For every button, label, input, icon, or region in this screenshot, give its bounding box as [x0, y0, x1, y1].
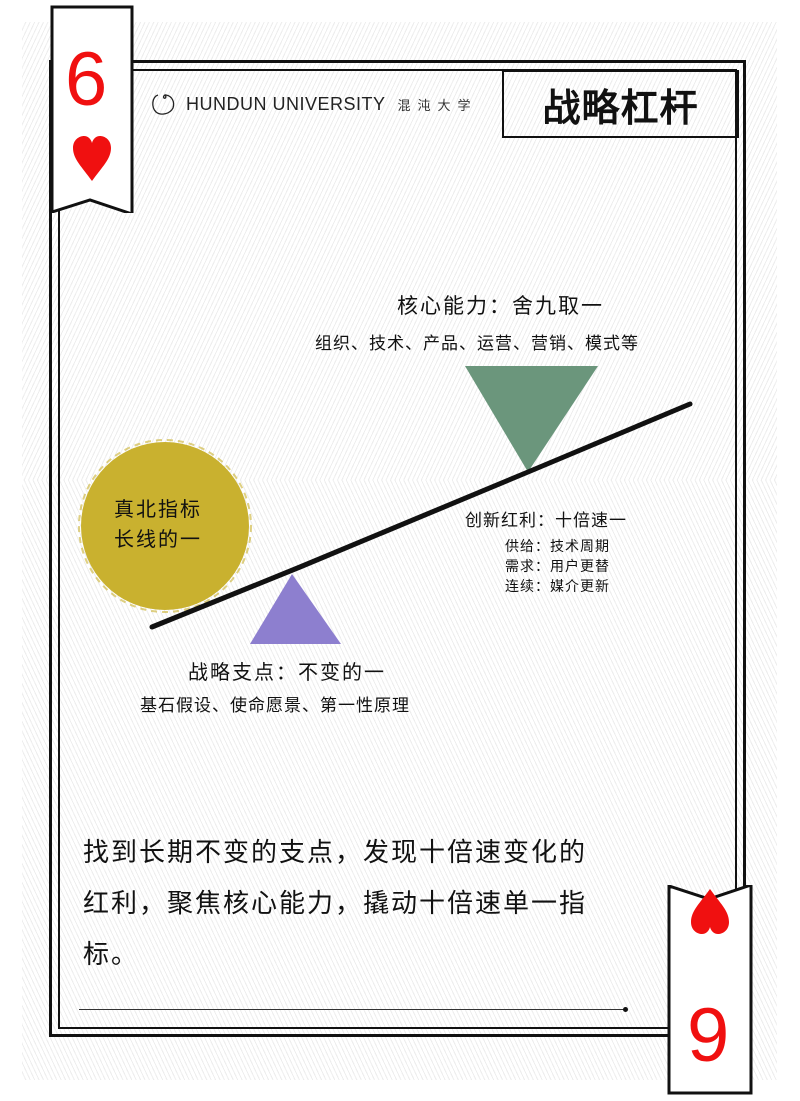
core-capability-subtitle: 组织、技术、产品、运营、营销、模式等	[315, 334, 639, 354]
dividend-list: 供给：技术周期 需求：用户更替 连续：媒介更新	[505, 537, 610, 597]
dividend-item: 连续：媒介更新	[505, 579, 610, 595]
hundun-logo: HUNDUN UNIVERSITY 混沌大学	[150, 91, 478, 117]
ribbon-tag-icon	[667, 885, 753, 1095]
heart-suit-icon	[73, 136, 111, 181]
card-inner-frame	[58, 69, 737, 1029]
bottom-divider	[79, 1009, 625, 1010]
page-title: 战略杠杆	[542, 84, 699, 130]
title-box: 战略杠杆	[502, 70, 739, 138]
dividend-item: 供给：技术周期	[505, 539, 610, 555]
north-star-circle	[78, 439, 252, 613]
dividend-item: 需求：用户更替	[505, 559, 610, 575]
fulcrum-subtitle: 基石假设、使命愿景、第一性原理	[140, 696, 410, 716]
dividend-title: 创新红利：十倍速一	[465, 511, 627, 531]
card-outer-frame	[49, 60, 746, 1037]
summary-text: 找到长期不变的支点，发现十倍速变化的红利，聚焦核心能力，撬动十倍速单一指标。	[83, 838, 588, 970]
lever-beam	[149, 401, 693, 630]
logo-name: HUNDUN UNIVERSITY	[186, 93, 386, 114]
divider-dot	[623, 1007, 628, 1012]
fulcrum-triangle	[250, 574, 341, 644]
heart-suit-icon	[691, 889, 729, 934]
core-capability-title: 核心能力：舍九取一	[397, 294, 604, 318]
card-rank-top: 6	[65, 37, 108, 122]
card-corner-top: 6	[50, 5, 134, 213]
logo-chinese-name: 混沌大学	[397, 98, 478, 114]
north-star-line-1: 真北指标	[114, 497, 202, 521]
core-capability-triangle	[465, 366, 598, 472]
fulcrum-title: 战略支点：不变的一	[188, 660, 386, 684]
ribbon-tag-icon	[50, 5, 134, 213]
north-star-label: 真北指标 长线的一	[114, 494, 202, 554]
card-corner-bottom: 9	[667, 885, 753, 1095]
card-rank-bottom: 9	[687, 993, 730, 1078]
hundun-circle-logo-icon	[152, 94, 175, 115]
north-star-line-2: 长线的一	[114, 527, 202, 551]
